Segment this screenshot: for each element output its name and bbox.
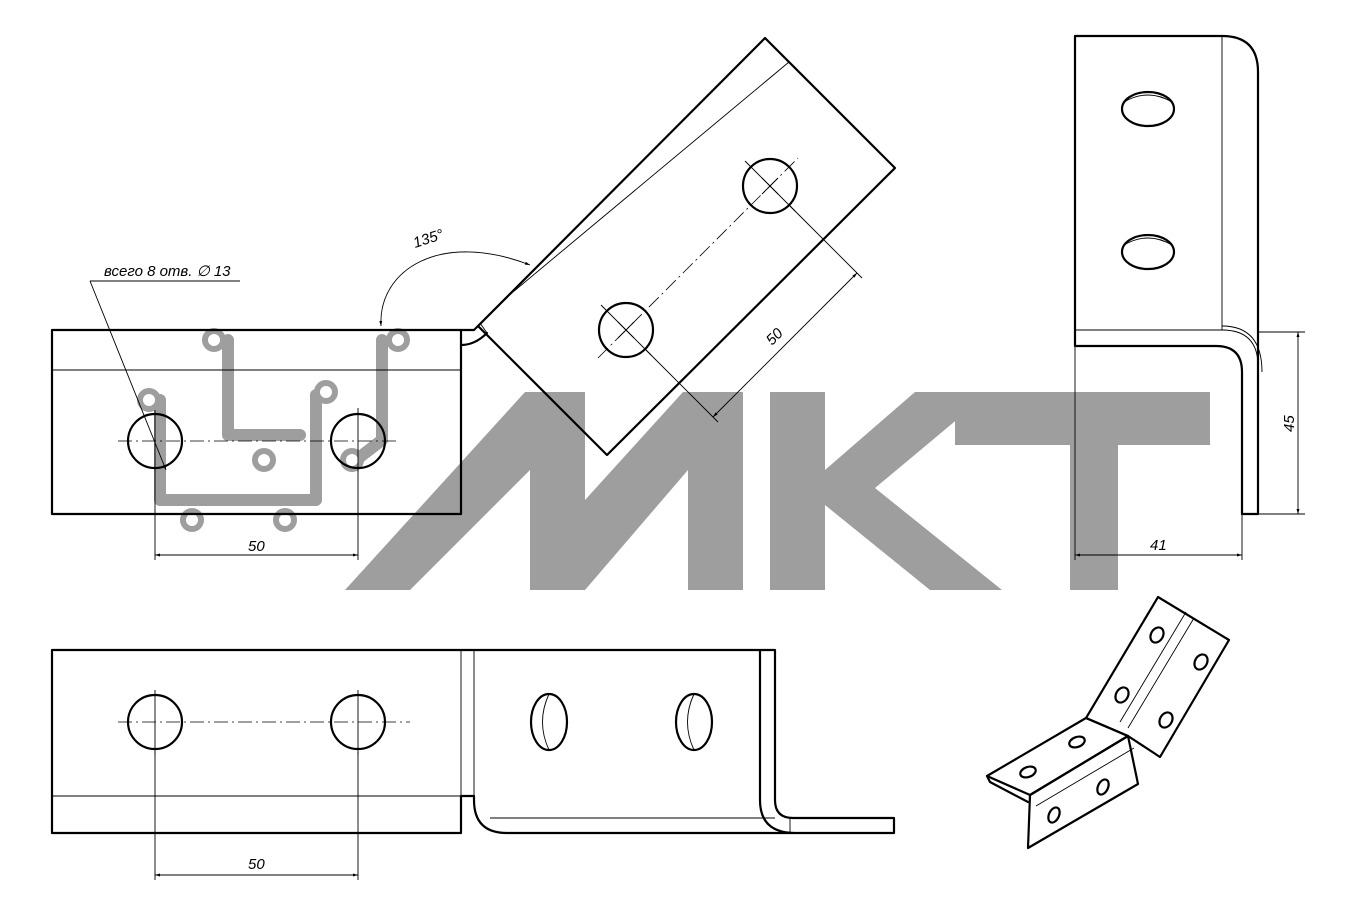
dimension-bottom-spacing-label: 50 (248, 856, 265, 873)
dimension-side-height-label: 45 (1281, 415, 1298, 432)
dimension-top-spacing-label: 50 (248, 538, 265, 555)
watermark-letter-m (345, 392, 743, 590)
watermark-logo (137, 328, 1210, 590)
dimension-inclined-spacing (645, 205, 863, 423)
inclined-flange (476, 36, 897, 457)
dimension-angle-label: 135° (411, 226, 446, 252)
side-view (1073, 34, 1263, 560)
hole-note-leader (89, 280, 240, 471)
isometric-view (985, 595, 1231, 850)
dimension-side-width (1075, 514, 1243, 560)
watermark-letter-t (955, 392, 1210, 590)
hole-note-text: всего 8 отв. ∅ 13 (104, 263, 231, 280)
dimension-side-width-label: 41 (1150, 537, 1167, 554)
dimension-inclined-spacing-label: 50 (763, 325, 787, 349)
dimension-side-height (1258, 331, 1305, 515)
dimension-angle (379, 251, 531, 327)
dimension-bottom-spacing (154, 752, 359, 880)
top-view-flat-flange (50, 324, 489, 516)
front-view (50, 648, 896, 835)
dimension-top-spacing (154, 470, 359, 560)
